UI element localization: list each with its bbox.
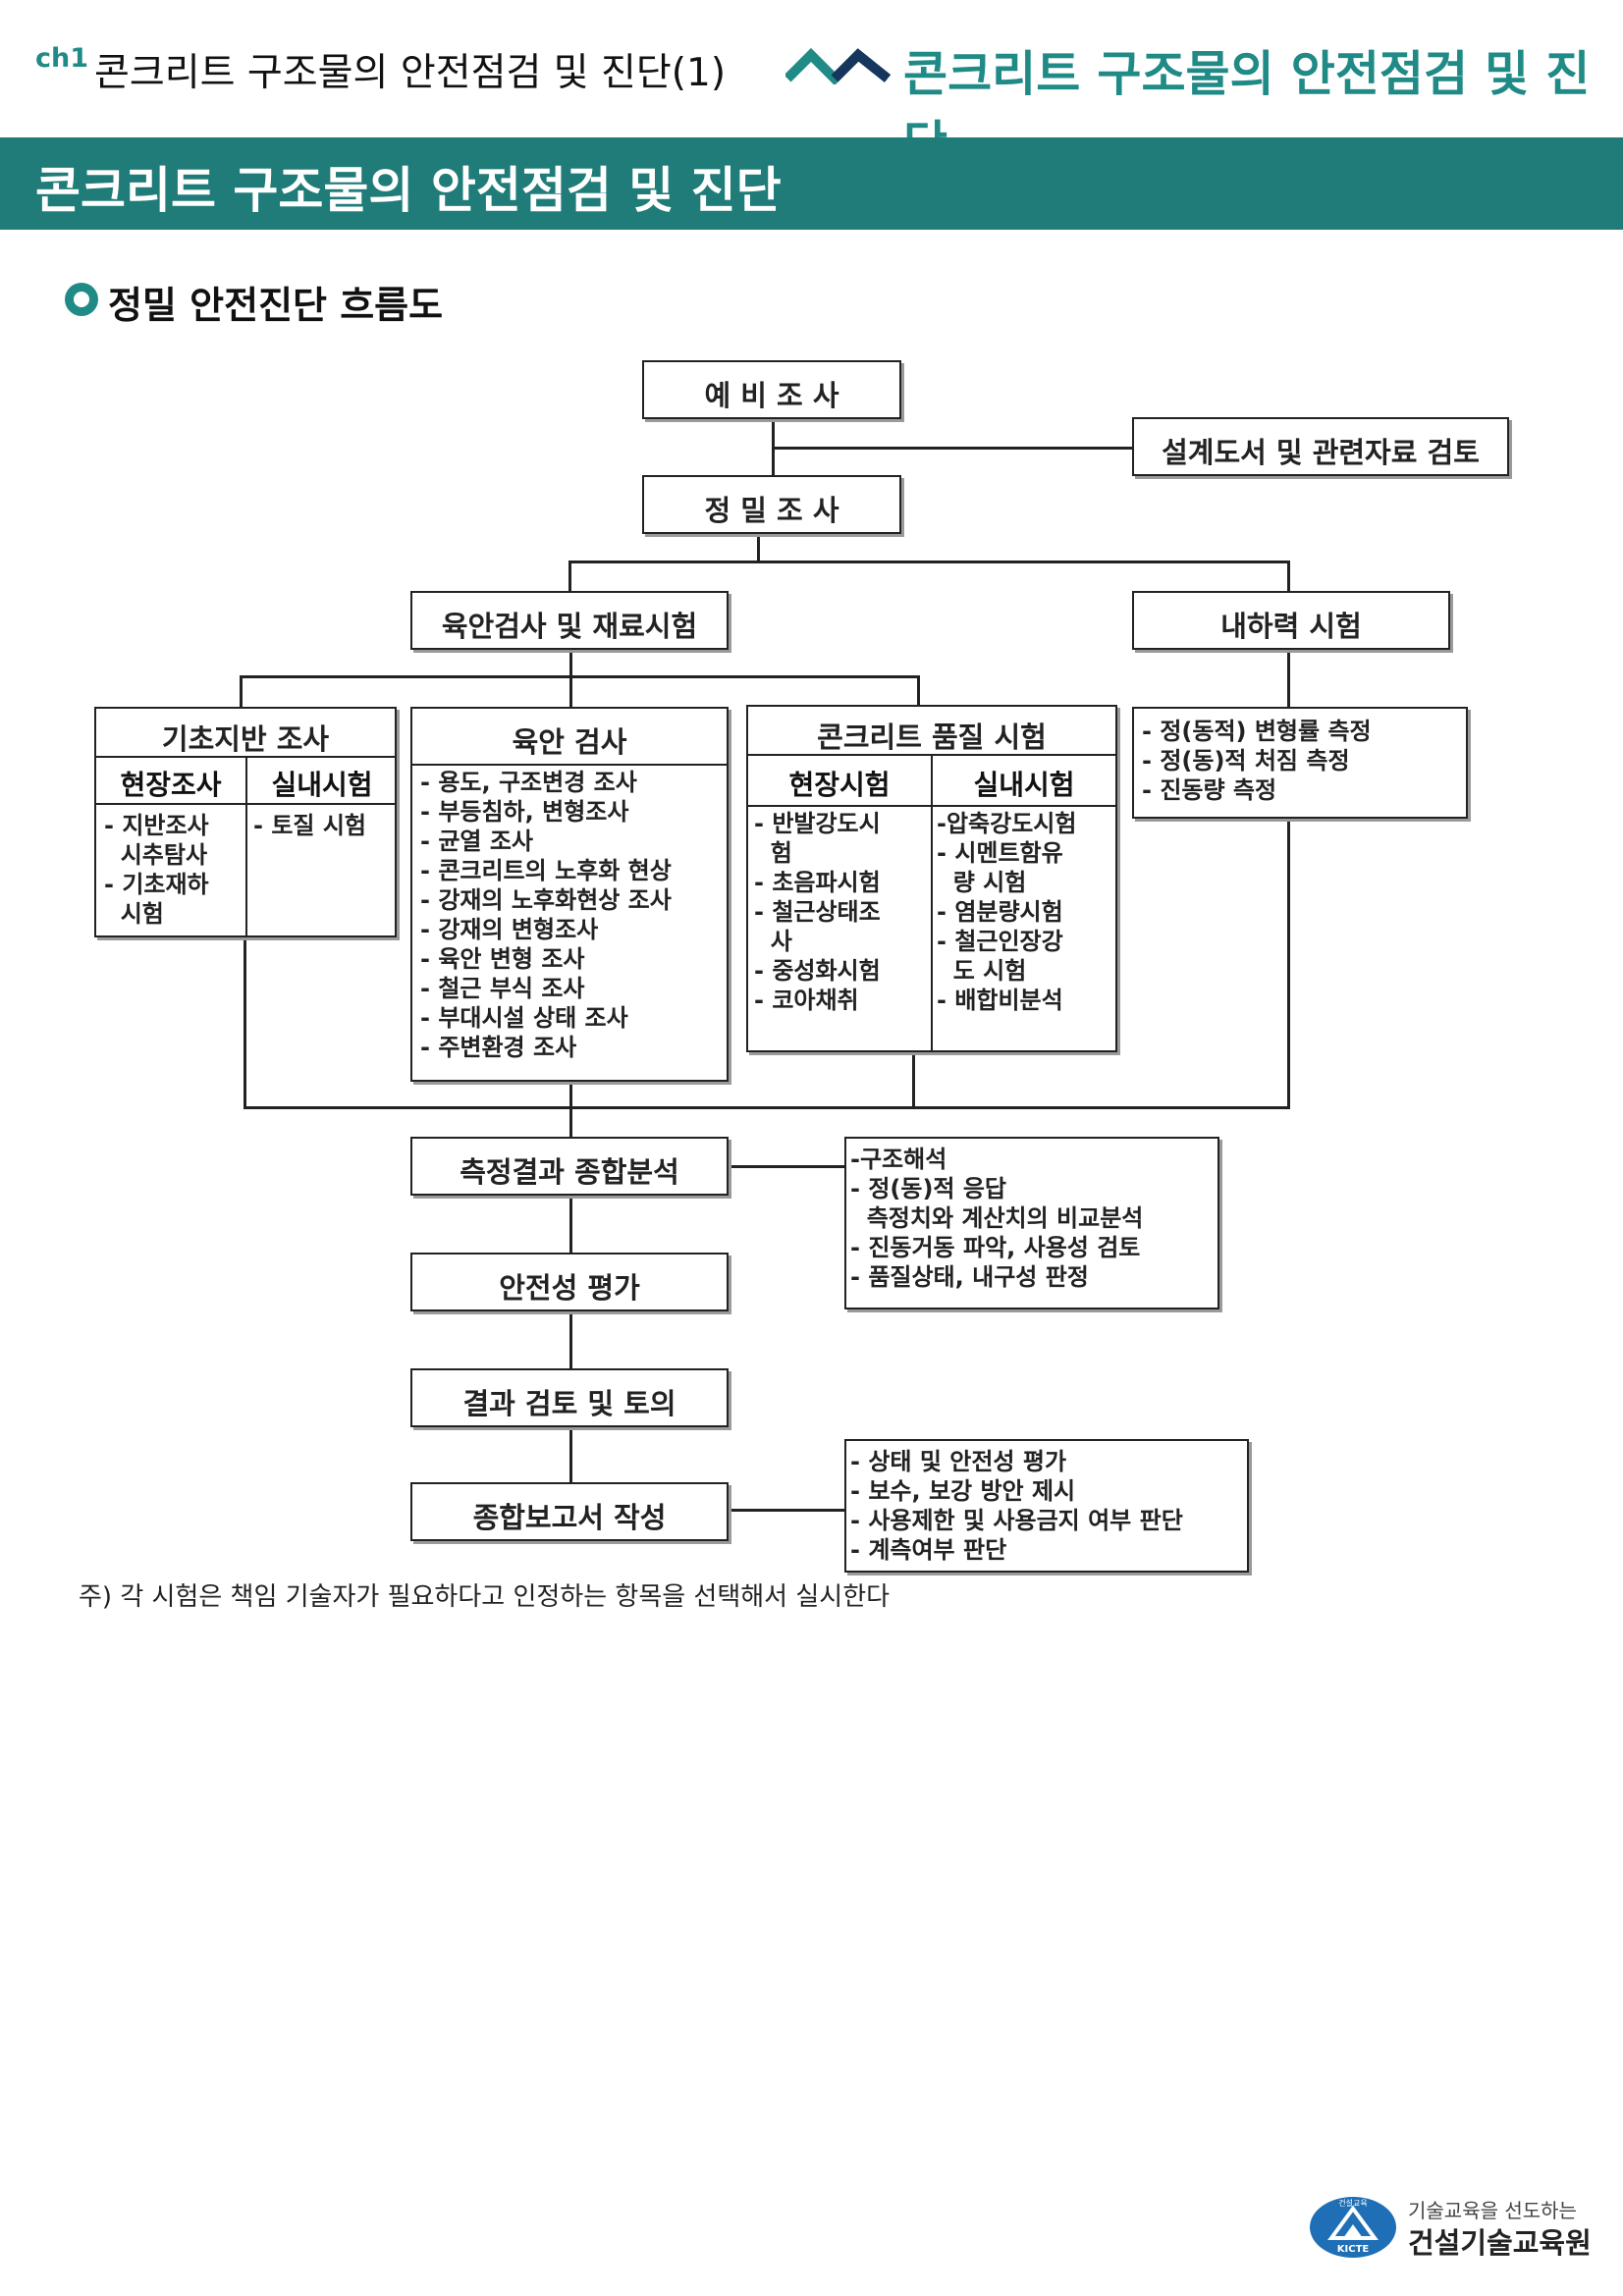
safety-eval-label: 안전성 평가 bbox=[499, 1271, 640, 1305]
load-test-box: 내하력 시험 bbox=[1132, 591, 1450, 650]
safety-eval-box: 안전성 평가 bbox=[410, 1253, 729, 1311]
visual-material-label: 육안검사 및 재료시험 bbox=[441, 610, 698, 643]
concrete-quality-title: 콘크리트 품질 시험 bbox=[817, 721, 1047, 754]
list-item: - 철근 부식 조사 bbox=[420, 975, 585, 1002]
title-band bbox=[0, 137, 1623, 230]
list-item: - 초음파시험 bbox=[754, 869, 881, 896]
visual-inspection-box: 육안 검사 - 용도, 구조변경 조사 - 부등침하, 변형조사 - 균열 조사… bbox=[410, 707, 729, 1082]
list-item: - 지반조사 bbox=[104, 812, 209, 839]
list-item: - 기초재하 bbox=[104, 871, 209, 898]
list-item: 시추탐사 bbox=[104, 841, 208, 869]
visual-material-box: 육안검사 및 재료시험 bbox=[410, 591, 729, 650]
load-test-items-box: - 정(동적) 변형률 측정 - 정(동)적 처짐 측정 - 진동량 측정 bbox=[1132, 707, 1468, 819]
footer-org: 건설기술교육원 bbox=[1408, 2226, 1592, 2260]
quality-col2-list: -압축강도시험 - 시멘트함유 량 시험 - 염분량시험 - 철근인장강 도 시… bbox=[937, 809, 1076, 1015]
list-item: - 정(동)적 처짐 측정 bbox=[1142, 747, 1350, 774]
list-item: -압축강도시험 bbox=[937, 810, 1077, 837]
visual-inspection-title: 육안 검사 bbox=[512, 725, 627, 759]
list-item: - 진동거동 파악, 사용성 검토 bbox=[850, 1234, 1141, 1261]
foundation-survey-box: 기초지반 조사 현장조사 실내시험 - 지반조사 시추탐사 - 기초재하 시험 … bbox=[94, 707, 397, 937]
design-review-label: 설계도서 및 관련자료 검토 bbox=[1162, 436, 1480, 469]
list-item: - 철근인장강 bbox=[937, 928, 1063, 955]
list-item: - 계측여부 판단 bbox=[850, 1536, 1007, 1564]
section-title: 정밀 안전진단 흐름도 bbox=[108, 284, 444, 327]
list-item: - 육안 변형 조사 bbox=[420, 945, 585, 973]
quality-col1-list: - 반발강도시 험 - 초음파시험 - 철근상태조 사 - 중성화시험 - 코아… bbox=[754, 809, 881, 1015]
list-item: - 상태 및 안전성 평가 bbox=[850, 1448, 1067, 1475]
quality-col2-header: 실내시험 bbox=[973, 769, 1075, 801]
list-item: 사 bbox=[754, 928, 792, 955]
design-review-box: 설계도서 및 관련자료 검토 bbox=[1132, 417, 1509, 476]
load-test-label: 내하력 시험 bbox=[1220, 610, 1362, 643]
list-item: - 시멘트함유 bbox=[937, 839, 1063, 867]
list-item: 시험 bbox=[104, 900, 164, 928]
footer-tagline: 기술교육을 선도하는 bbox=[1408, 2199, 1577, 2222]
analysis-label: 측정결과 종합분석 bbox=[460, 1155, 679, 1189]
flowchart-note: 주) 각 시험은 책임 기술자가 필요하다고 인정하는 항목을 선택해서 실시한… bbox=[79, 1582, 891, 1612]
list-item: - 코아채취 bbox=[754, 987, 859, 1014]
bullet-icon bbox=[65, 283, 98, 316]
list-item: 량 시험 bbox=[937, 869, 1027, 896]
foundation-col1-header: 현장조사 bbox=[120, 769, 222, 801]
page-title: 콘크리트 구조물의 안전점검 및 진단 bbox=[35, 162, 782, 219]
list-item: - 정(동적) 변형률 측정 bbox=[1142, 718, 1372, 745]
logo-abbr: KICTE bbox=[1337, 2244, 1370, 2255]
list-item: -구조해석 bbox=[850, 1146, 947, 1173]
detailed-survey-label: 정 밀 조 사 bbox=[704, 494, 839, 527]
review-label: 결과 검토 및 토의 bbox=[462, 1387, 676, 1420]
foundation-title: 기초지반 조사 bbox=[161, 722, 330, 756]
list-item: - 토질 시험 bbox=[253, 812, 366, 839]
report-label: 종합보고서 작성 bbox=[472, 1501, 667, 1534]
analysis-box: 측정결과 종합분석 bbox=[410, 1137, 729, 1196]
preliminary-survey-label: 예 비 조 사 bbox=[704, 379, 839, 412]
list-item: - 균열 조사 bbox=[420, 828, 533, 855]
list-item: - 염분량시험 bbox=[937, 898, 1063, 926]
list-item: - 반발강도시 bbox=[754, 810, 881, 837]
concrete-quality-box: 콘크리트 품질 시험 현장시험 실내시험 - 반발강도시 험 - 초음파시험 -… bbox=[746, 705, 1117, 1052]
list-item: - 콘크리트의 노후화 현상 bbox=[420, 857, 672, 884]
kicte-logo-icon: 건설교육 KICTE bbox=[1310, 2197, 1396, 2258]
list-item: - 중성화시험 bbox=[754, 957, 881, 985]
list-item: - 부대시설 상태 조사 bbox=[420, 1004, 628, 1032]
list-item: 험 bbox=[754, 839, 792, 867]
brand-mark-icon bbox=[785, 47, 892, 84]
analysis-list: -구조해석 - 정(동)적 응답 측정치와 계산치의 비교분석 - 진동거동 파… bbox=[850, 1145, 1143, 1292]
quality-col1-header: 현장시험 bbox=[788, 769, 891, 801]
list-item: - 배합비분석 bbox=[937, 987, 1063, 1014]
list-item: - 진동량 측정 bbox=[1142, 776, 1277, 804]
list-item: - 사용제한 및 사용금지 여부 판단 bbox=[850, 1507, 1183, 1534]
list-item: - 강재의 노후화현상 조사 bbox=[420, 886, 672, 914]
list-item: 측정치와 계산치의 비교분석 bbox=[850, 1204, 1144, 1232]
report-list: - 상태 및 안전성 평가 - 보수, 보강 방안 제시 - 사용제한 및 사용… bbox=[850, 1447, 1183, 1565]
foundation-col2-list: - 토질 시험 bbox=[253, 811, 366, 840]
list-item: 도 시험 bbox=[937, 957, 1027, 985]
detailed-survey-box: 정 밀 조 사 bbox=[642, 475, 901, 534]
foundation-col1-list: - 지반조사 시추탐사 - 기초재하 시험 bbox=[104, 811, 209, 929]
list-item: - 부등침하, 변형조사 bbox=[420, 798, 629, 826]
analysis-items-box: -구조해석 - 정(동)적 응답 측정치와 계산치의 비교분석 - 진동거동 파… bbox=[844, 1137, 1219, 1309]
list-item: - 정(동)적 응답 bbox=[850, 1175, 1007, 1202]
preliminary-survey-box: 예 비 조 사 bbox=[642, 360, 901, 419]
visual-inspection-list: - 용도, 구조변경 조사 - 부등침하, 변형조사 - 균열 조사 - 콘크리… bbox=[420, 768, 672, 1062]
list-item: - 용도, 구조변경 조사 bbox=[420, 769, 637, 796]
report-box: 종합보고서 작성 bbox=[410, 1482, 729, 1541]
list-item: - 철근상태조 bbox=[754, 898, 881, 926]
list-item: - 주변환경 조사 bbox=[420, 1034, 577, 1061]
list-item: - 품질상태, 내구성 판정 bbox=[850, 1263, 1089, 1291]
review-box: 결과 검토 및 토의 bbox=[410, 1368, 729, 1427]
chapter-title: 콘크리트 구조물의 안전점검 및 진단(1) bbox=[94, 51, 727, 95]
report-items-box: - 상태 및 안전성 평가 - 보수, 보강 방안 제시 - 사용제한 및 사용… bbox=[844, 1439, 1249, 1573]
list-item: - 강재의 변형조사 bbox=[420, 916, 599, 943]
foundation-col2-header: 실내시험 bbox=[271, 769, 373, 801]
list-item: - 보수, 보강 방안 제시 bbox=[850, 1477, 1076, 1505]
logo-text: 건설교육 bbox=[1338, 2198, 1367, 2208]
chapter-label: ch1 bbox=[35, 43, 89, 74]
load-test-list: - 정(동적) 변형률 측정 - 정(동)적 처짐 측정 - 진동량 측정 bbox=[1142, 717, 1372, 805]
